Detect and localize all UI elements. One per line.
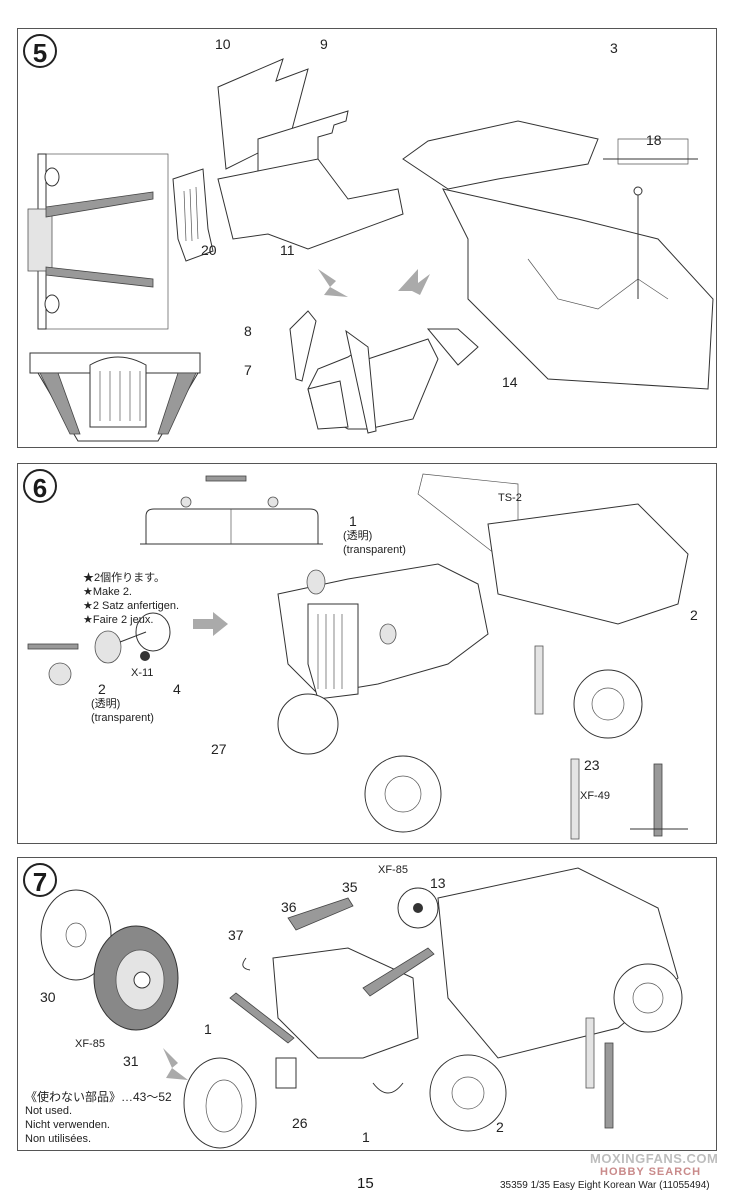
mounted-wheel [183,1057,257,1149]
paint-xf85-tire-label: XF-85 [75,1038,105,1050]
part-label-10: 10 [215,36,231,52]
headlight-lens [94,630,122,664]
part-37-shape [229,992,295,1044]
windshield-frame-detail [140,475,323,545]
step-number: 5 [23,34,57,68]
unused-parts-fr: Non utilisées. [25,1133,92,1145]
part-35-shape [362,947,435,997]
part-label-26: 26 [292,1115,308,1131]
part-label-1-top: 1 [204,1021,212,1037]
rear-wheel [573,669,643,739]
paint-x11-label: X-11 [131,667,154,679]
part-label-27: 27 [211,741,227,757]
part-label-3: 3 [610,40,618,56]
part-13-shape [397,887,439,929]
part-label-13: 13 [430,875,446,891]
paint-xf49-label: XF-49 [580,790,610,802]
part-8-shape [289,310,317,382]
part-label-2-lens: 2 [98,681,106,697]
step-7-panel: 7 35 XF-85 13 36 37 30 1 XF-85 31 26 1 2… [17,857,717,1151]
part-label-14: 14 [502,374,518,390]
step-5-illustration [27,58,714,442]
direction-arrow-down [318,269,348,297]
watermark-moxingfans: MOXINGFANS.COM [590,1151,719,1166]
watermark-hobby-search: HOBBY SEARCH [600,1166,702,1178]
part-14-shape [426,328,479,366]
part-label-2: 2 [496,1119,504,1135]
rear-wheel [613,963,683,1033]
part-label-4: 4 [173,681,181,697]
part-label-23: 23 [584,757,600,773]
part-20-shape [172,168,214,262]
transparent-en-label-2: (transparent) [91,712,154,724]
part-label-11: 11 [280,242,295,258]
transparent-jp-label-2: (透明) [91,698,121,710]
transparent-jp-label: (透明) [343,530,373,542]
unused-parts-de: Nicht verwenden. [25,1119,110,1131]
part-label-36: 36 [281,899,297,915]
part-30-shape [40,889,112,981]
jeep-tub-shape [487,503,689,625]
part-label-2-handle: 2 [690,607,698,623]
step-6-panel: 6 1 (透 [17,463,717,844]
paint-xf85-wheel-label: XF-85 [378,864,408,876]
part-label-18: 18 [646,132,662,148]
part-7-shape [345,329,377,434]
part-23-shape [534,645,544,715]
cowl-shape [402,120,599,190]
part-label-1: 1 [349,513,357,529]
front-wheel-right [364,755,442,833]
unused-parts-en: Not used. [25,1105,73,1117]
part-label-37: 37 [228,927,244,943]
part-26-shape [275,1057,297,1089]
direction-arrow-right [193,612,228,636]
part-10-shape [217,58,309,170]
step-6-illustration [27,473,689,840]
step-number: 6 [23,469,57,503]
transparent-en-label: (transparent) [343,544,406,556]
part-label-31: 31 [123,1053,139,1069]
part-label-35: 35 [342,879,358,895]
step-5-panel: 5 [17,28,717,448]
part-label-8: 8 [244,323,252,339]
part-36-shape [287,897,354,931]
direction-arrow-up [398,269,430,295]
jeep-grille-shape [307,603,359,700]
part-1-handle-shape [372,1082,404,1094]
front-wheel-left [277,693,339,755]
part-label-20: 20 [201,242,217,258]
headlight-housing [135,612,171,652]
step-7-illustration [40,867,683,1149]
part-11-shape [217,158,404,250]
make-2-fr: ★Faire 2 jeux. [83,614,154,626]
make-2-jp: ★2個作ります。 [83,572,166,584]
step-number: 7 [23,863,57,897]
hull-shape [442,188,714,390]
direction-arrow-down [163,1048,188,1080]
jeep-tub-shape [272,947,419,1059]
make-2-en: ★Make 2. [83,586,132,598]
part-label-7: 7 [244,362,252,378]
kit-footer-text: 35359 1/35 Easy Eight Korean War (110554… [500,1180,710,1191]
part-label-1-bottom: 1 [362,1129,370,1145]
grille-side-detail [27,153,169,330]
page-number: 15 [357,1175,374,1192]
part-label-9: 9 [320,36,328,52]
front-wheel [429,1054,507,1132]
grille-front-detail [29,352,201,442]
unused-parts-jp: 《使わない部品》…43〜52 [25,1090,172,1104]
part-label-30: 30 [40,989,56,1005]
paint-ts2-label: TS-2 [498,492,522,504]
make-2-de: ★2 Satz anfertigen. [83,600,180,612]
